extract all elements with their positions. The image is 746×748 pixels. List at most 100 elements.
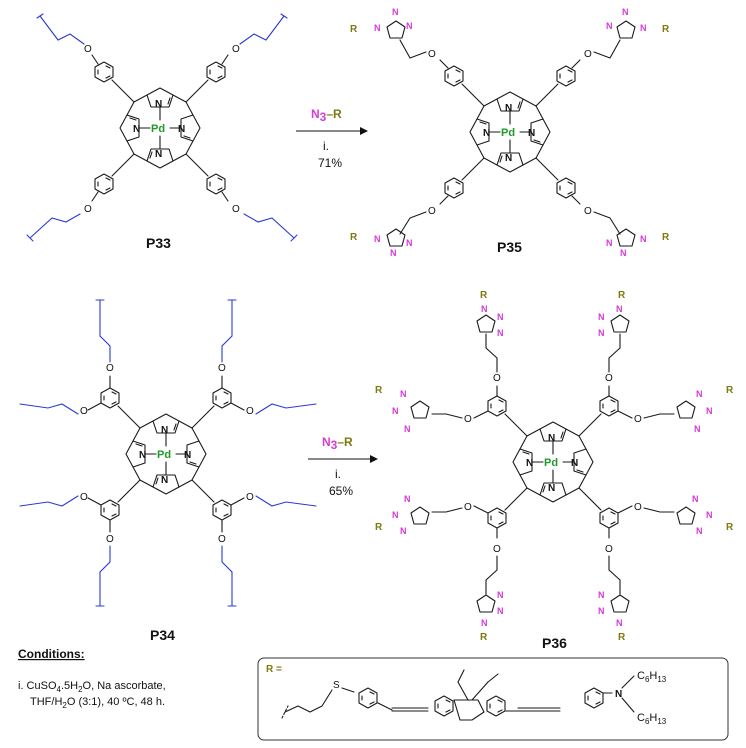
pd-label-p34: Pd — [157, 449, 171, 461]
triazole-n: N — [706, 510, 713, 520]
triazole-n: N — [390, 248, 397, 258]
amine-n-label: N — [615, 689, 622, 700]
r-group-label: R — [480, 632, 488, 643]
n-label: N — [161, 425, 168, 436]
n-label: N — [155, 99, 162, 110]
triazole-n: N — [400, 389, 407, 399]
reaction-arrow-1 — [296, 127, 368, 135]
triazole-n: N — [497, 590, 504, 600]
yield-label-1: 71% — [318, 156, 342, 170]
triazole-n: N — [400, 526, 407, 536]
o-label: O — [84, 44, 92, 55]
triazole-n: N — [392, 406, 399, 416]
o-label: O — [232, 204, 240, 215]
p34-structure: Pd N N N N O O O O O O O — [19, 299, 317, 607]
n-label: N — [548, 433, 555, 444]
reaction-arrow-2 — [308, 455, 378, 463]
triazole-n: N — [374, 23, 381, 33]
o-label: O — [246, 492, 254, 503]
triazole-n: N — [696, 526, 703, 536]
o-label: O — [634, 502, 642, 513]
triazole-n: N — [696, 389, 703, 399]
triazole-n: N — [620, 248, 627, 258]
triazole-n: N — [606, 21, 613, 31]
step-label-2: i. — [335, 467, 341, 481]
triazole-n: N — [706, 406, 713, 416]
triazole-n: N — [616, 304, 623, 314]
n-label: N — [133, 124, 140, 135]
n-label: N — [178, 124, 185, 135]
triazole-n: N — [622, 7, 629, 17]
yield-label-2: 65% — [329, 484, 353, 498]
o-label: O — [493, 373, 501, 384]
r-group-label: R — [726, 522, 734, 533]
triazole-n: N — [640, 23, 647, 33]
n-label: N — [571, 458, 578, 469]
triazole-n: N — [481, 618, 488, 628]
compound-label-p36: P36 — [542, 635, 567, 651]
pd-label-p33: Pd — [151, 123, 165, 135]
compound-label-p35: P35 — [497, 239, 522, 255]
conditions-line-1: i. CuSO4.5H2O, Na ascorbate, — [18, 680, 166, 694]
hexyl-bottom: C6H13 — [637, 712, 667, 726]
o-label: O — [584, 206, 592, 217]
n-label: N — [548, 483, 555, 494]
o-label: O — [80, 492, 88, 503]
triazole-n: N — [392, 510, 399, 520]
o-label: O — [605, 373, 613, 384]
n-label: N — [184, 450, 191, 461]
r-group-label: R — [662, 232, 670, 243]
pd-label-p36: Pd — [544, 457, 558, 469]
o-label: O — [84, 204, 92, 215]
step-label-1: i. — [323, 139, 329, 153]
n-label: N — [505, 103, 512, 114]
r-group-label: R — [480, 290, 488, 301]
triazole-n: N — [598, 312, 605, 322]
triazole-n: N — [692, 494, 699, 504]
o-label: O — [106, 363, 114, 374]
r-group-definition-label: R = — [266, 664, 282, 675]
triazole-n: N — [497, 606, 504, 616]
triazole-n: N — [497, 312, 504, 322]
sulfur-label: S — [333, 680, 340, 691]
n-label: N — [161, 475, 168, 486]
r-group-label: R — [350, 232, 358, 243]
r-group-label: R — [350, 24, 358, 35]
o-label: O — [464, 414, 472, 425]
azide-reagent-2: N3–R — [322, 435, 353, 452]
triazole-n: N — [598, 606, 605, 616]
pd-label-p35: Pd — [501, 127, 515, 139]
r-group-label: R — [726, 385, 734, 396]
p33-structure: Pd N N N N O O O O — [26, 13, 298, 242]
o-label: O — [218, 363, 226, 374]
o-label: O — [246, 406, 254, 417]
o-label: O — [80, 406, 88, 417]
p35-structure: Pd N N N N O N N N R O N N N R O N N N R — [350, 7, 670, 258]
n-label: N — [139, 450, 146, 461]
n-label: N — [505, 153, 512, 164]
r-group-label: R — [618, 290, 626, 301]
o-label: O — [232, 44, 240, 55]
o-label: O — [428, 49, 436, 60]
hexyl-top: C6H13 — [637, 670, 667, 684]
o-label: O — [464, 502, 472, 513]
o-label: O — [428, 206, 436, 217]
r-group-label: R — [375, 522, 383, 533]
triazole-n: N — [606, 238, 613, 248]
o-label: O — [584, 49, 592, 60]
compound-label-p33: P33 — [146, 235, 171, 251]
r-group-label: R — [375, 385, 383, 396]
triazole-n: N — [404, 494, 411, 504]
compound-label-p34: P34 — [150, 627, 175, 643]
triazole-n: N — [481, 304, 488, 314]
triazole-n: N — [616, 618, 623, 628]
r-group-label: R — [662, 24, 670, 35]
o-label: O — [634, 414, 642, 425]
conditions-line-2: THF/H2O (3:1), 40 ºC, 48 h. — [30, 696, 165, 710]
triazole-n: N — [598, 590, 605, 600]
triazole-n: N — [598, 328, 605, 338]
o-label: O — [106, 534, 114, 545]
triazole-n: N — [406, 21, 413, 31]
azide-reagent-1: N3–R — [311, 107, 342, 124]
